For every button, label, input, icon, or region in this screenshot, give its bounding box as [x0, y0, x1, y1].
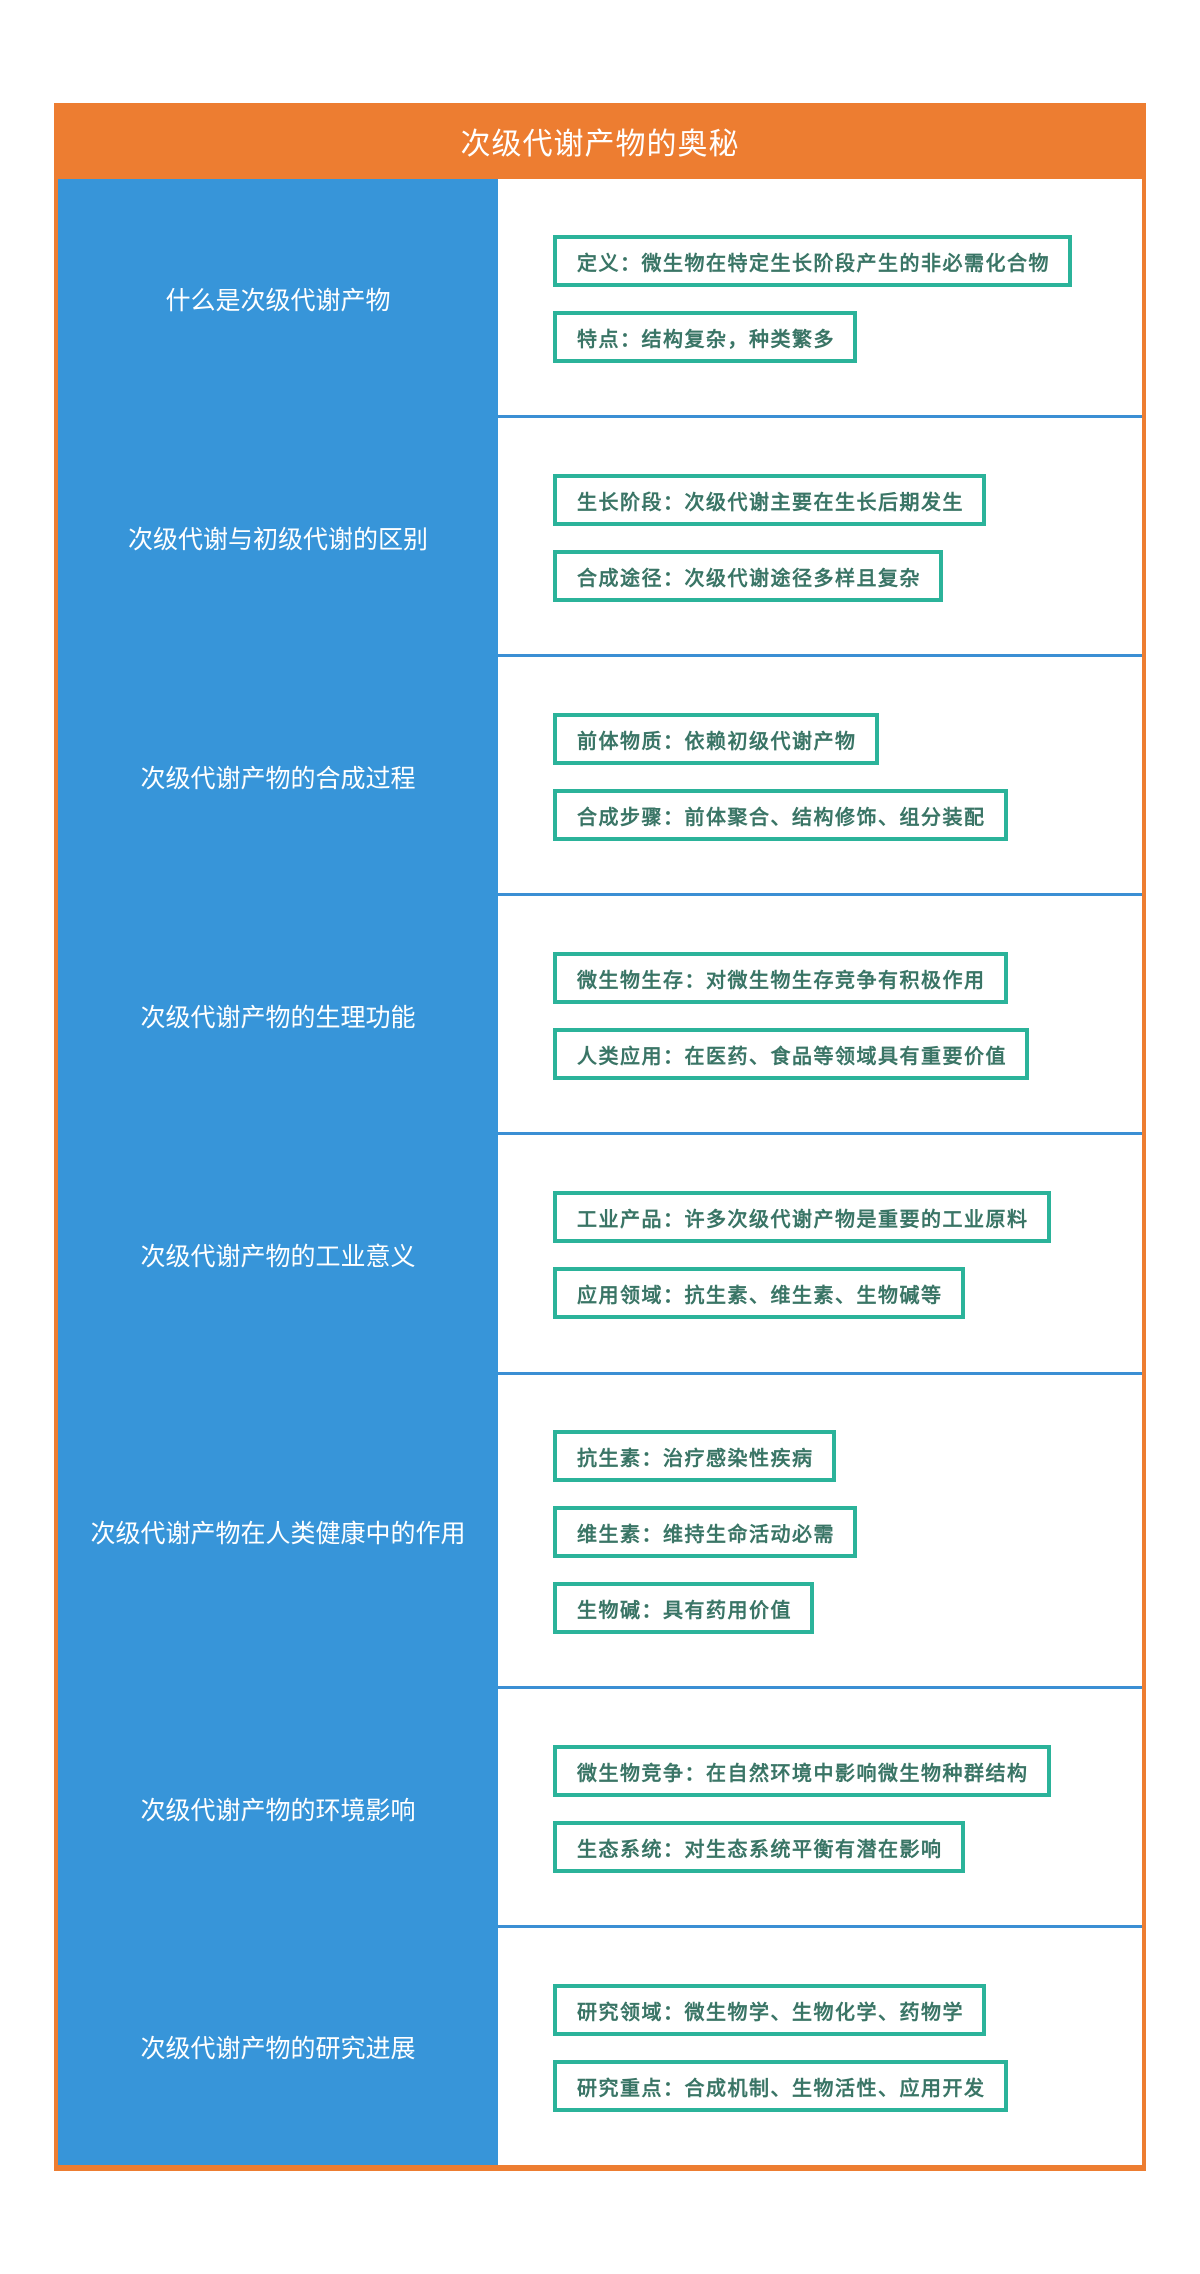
section-items: 抗生素：治疗感染性疾病 维生素：维持生命活动必需 生物碱：具有药用价值 [498, 1375, 1142, 1689]
section-row: 次级代谢产物的合成过程 前体物质：依赖初级代谢产物 合成步骤：前体聚合、结构修饰… [58, 657, 1142, 896]
section-label: 次级代谢产物在人类健康中的作用 [58, 1375, 498, 1689]
item-box: 生长阶段：次级代谢主要在生长后期发生 [553, 474, 986, 526]
item-box: 研究领域：微生物学、生物化学、药物学 [553, 1984, 986, 2036]
item-box: 特点：结构复杂，种类繁多 [553, 311, 857, 363]
item-box: 生态系统：对生态系统平衡有潜在影响 [553, 1821, 965, 1873]
item-box: 人类应用：在医药、食品等领域具有重要价值 [553, 1028, 1029, 1080]
section-row: 次级代谢产物的研究进展 研究领域：微生物学、生物化学、药物学 研究重点：合成机制… [58, 1928, 1142, 2165]
item-box: 合成步骤：前体聚合、结构修饰、组分装配 [553, 789, 1008, 841]
section-row: 次级代谢产物在人类健康中的作用 抗生素：治疗感染性疾病 维生素：维持生命活动必需… [58, 1375, 1142, 1689]
item-box: 工业产品：许多次级代谢产物是重要的工业原料 [553, 1191, 1051, 1243]
row-divider [498, 654, 1142, 657]
section-items: 生长阶段：次级代谢主要在生长后期发生 合成途径：次级代谢途径多样且复杂 [498, 418, 1142, 657]
section-items: 工业产品：许多次级代谢产物是重要的工业原料 应用领域：抗生素、维生素、生物碱等 [498, 1135, 1142, 1375]
item-box: 研究重点：合成机制、生物活性、应用开发 [553, 2060, 1008, 2112]
section-label: 次级代谢产物的研究进展 [58, 1928, 498, 2165]
section-items: 微生物生存：对微生物生存竞争有积极作用 人类应用：在医药、食品等领域具有重要价值 [498, 896, 1142, 1135]
item-box: 前体物质：依赖初级代谢产物 [553, 713, 879, 765]
row-divider [498, 1686, 1142, 1689]
item-box: 微生物竞争：在自然环境中影响微生物种群结构 [553, 1745, 1051, 1797]
section-row: 次级代谢产物的工业意义 工业产品：许多次级代谢产物是重要的工业原料 应用领域：抗… [58, 1135, 1142, 1375]
section-items: 微生物竞争：在自然环境中影响微生物种群结构 生态系统：对生态系统平衡有潜在影响 [498, 1689, 1142, 1928]
section-label: 次级代谢产物的环境影响 [58, 1689, 498, 1928]
section-items: 定义：微生物在特定生长阶段产生的非必需化合物 特点：结构复杂，种类繁多 [498, 179, 1142, 418]
sections-table: 什么是次级代谢产物 定义：微生物在特定生长阶段产生的非必需化合物 特点：结构复杂… [58, 179, 1142, 2165]
mindmap-frame: 次级代谢产物的奥秘 什么是次级代谢产物 定义：微生物在特定生长阶段产生的非必需化… [54, 103, 1146, 2171]
section-label: 次级代谢产物的工业意义 [58, 1135, 498, 1375]
row-divider [498, 1372, 1142, 1375]
section-row: 次级代谢产物的环境影响 微生物竞争：在自然环境中影响微生物种群结构 生态系统：对… [58, 1689, 1142, 1928]
section-label: 什么是次级代谢产物 [58, 179, 498, 418]
row-divider [498, 893, 1142, 896]
page-title: 次级代谢产物的奥秘 [460, 127, 740, 162]
item-box: 抗生素：治疗感染性疾病 [553, 1430, 836, 1482]
section-row: 次级代谢产物的生理功能 微生物生存：对微生物生存竞争有积极作用 人类应用：在医药… [58, 896, 1142, 1135]
item-box: 应用领域：抗生素、维生素、生物碱等 [553, 1267, 965, 1319]
row-divider [498, 1925, 1142, 1928]
item-box: 维生素：维持生命活动必需 [553, 1506, 857, 1558]
section-label: 次级代谢产物的生理功能 [58, 896, 498, 1135]
section-items: 前体物质：依赖初级代谢产物 合成步骤：前体聚合、结构修饰、组分装配 [498, 657, 1142, 896]
item-box: 合成途径：次级代谢途径多样且复杂 [553, 550, 943, 602]
item-box: 定义：微生物在特定生长阶段产生的非必需化合物 [553, 235, 1072, 287]
section-items: 研究领域：微生物学、生物化学、药物学 研究重点：合成机制、生物活性、应用开发 [498, 1928, 1142, 2165]
row-divider [498, 1132, 1142, 1135]
item-box: 生物碱：具有药用价值 [553, 1582, 814, 1634]
section-label: 次级代谢产物的合成过程 [58, 657, 498, 896]
section-label: 次级代谢与初级代谢的区别 [58, 418, 498, 657]
section-row: 什么是次级代谢产物 定义：微生物在特定生长阶段产生的非必需化合物 特点：结构复杂… [58, 179, 1142, 418]
section-row: 次级代谢与初级代谢的区别 生长阶段：次级代谢主要在生长后期发生 合成途径：次级代… [58, 418, 1142, 657]
item-box: 微生物生存：对微生物生存竞争有积极作用 [553, 952, 1008, 1004]
row-divider [498, 415, 1142, 418]
